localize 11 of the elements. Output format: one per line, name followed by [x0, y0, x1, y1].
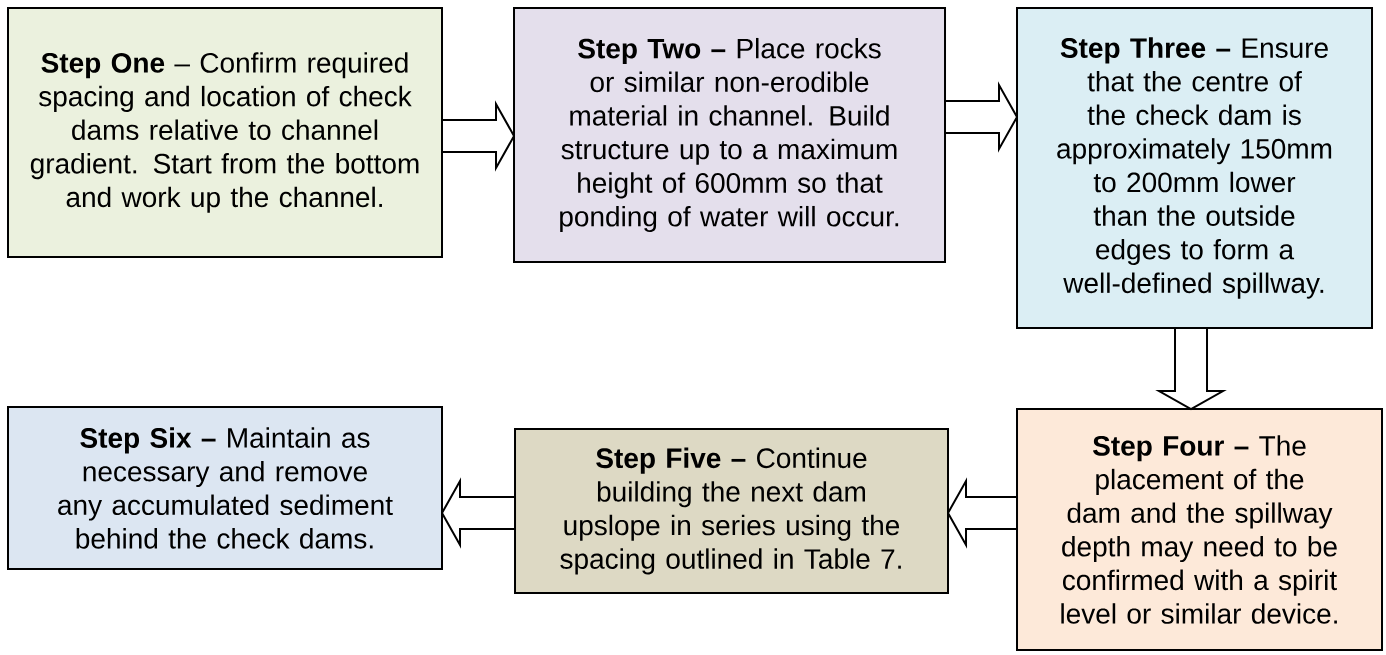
block-arrow	[944, 81, 1019, 153]
step-box: Step Two – Place rocks or similar non-erodible material in channel. Build structure up to a maximum height of 600mm so that ponding of water will occur.	[513, 7, 946, 263]
block-arrow	[946, 477, 1018, 549]
block-arrow	[1155, 327, 1227, 411]
block-arrow	[441, 100, 516, 172]
step-box: Step Six – Maintain as necessary and remove any accumulated sediment behind the check dams.	[7, 406, 443, 570]
block-arrow	[440, 477, 516, 549]
step-box: Step Three – Ensure that the centre of the check dam is approximately 150mm to 200mm lower than the outside edges to form a well-defined spillway.	[1016, 7, 1373, 329]
step-box: Step Four – The placement of the dam and the spillway depth may need to be confirmed with a spirit level or similar device.	[1016, 408, 1383, 651]
step-box: Step One – Confirm required spacing and location of check dams relative to channel gradient. Start from the bottom and work up the channel.	[7, 7, 443, 258]
step-box: Step Five – Continue building the next dam upslope in series using the spacing outlined in Table 7.	[514, 428, 949, 594]
